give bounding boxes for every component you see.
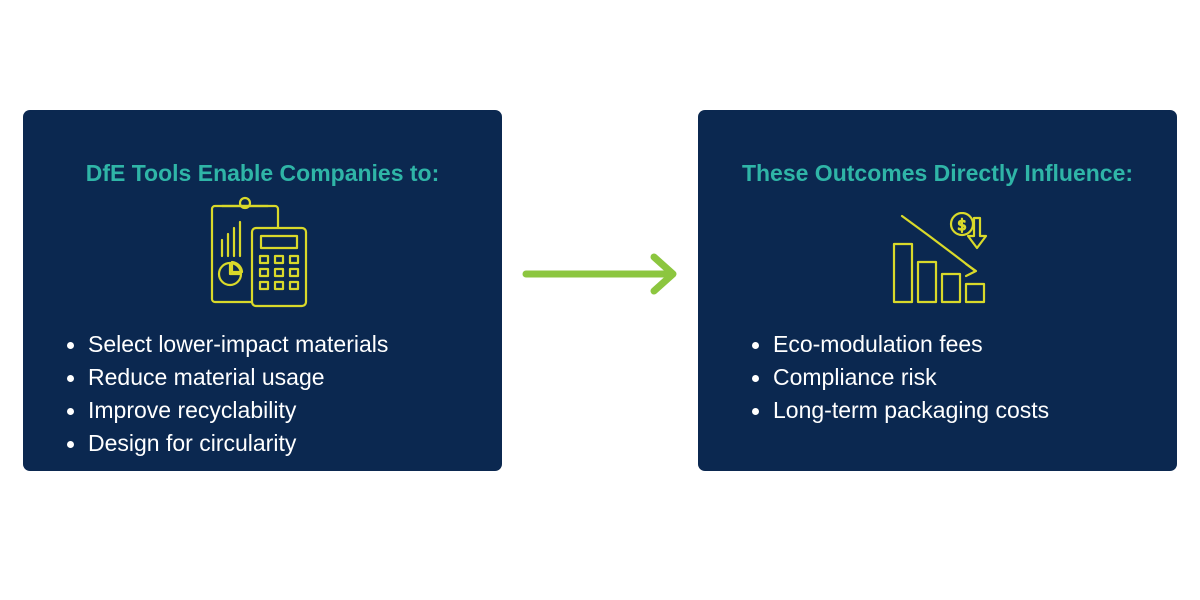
- list-item: Long-term packaging costs: [750, 394, 1049, 427]
- dfe-tools-card: DfE Tools Enable Companies to: Select lo…: [23, 110, 502, 471]
- list-item-label: Improve recyclability: [88, 397, 297, 423]
- list-item: Improve recyclability: [65, 394, 388, 427]
- bullet-dot: [67, 342, 74, 349]
- bullet-dot: [752, 375, 759, 382]
- list-item: Design for circularity: [65, 427, 388, 460]
- dfe-tools-list: Select lower-impact materials Reduce mat…: [65, 328, 388, 460]
- bullet-dot: [752, 342, 759, 349]
- declining-cost-chart-icon: $: [892, 212, 987, 304]
- bullet-dot: [67, 441, 74, 448]
- outcomes-list: Eco-modulation fees Compliance risk Long…: [750, 328, 1049, 427]
- outcomes-card: These Outcomes Directly Influence: $ Eco…: [698, 110, 1177, 471]
- list-item: Compliance risk: [750, 361, 1049, 394]
- list-item-label: Long-term packaging costs: [773, 397, 1050, 423]
- right-arrow-icon: [522, 253, 677, 295]
- list-item: Eco-modulation fees: [750, 328, 1049, 361]
- bullet-dot: [752, 408, 759, 415]
- list-item-label: Reduce material usage: [88, 364, 325, 390]
- dfe-tools-title: DfE Tools Enable Companies to:: [85, 160, 440, 186]
- list-item-label: Eco-modulation fees: [773, 331, 983, 357]
- svg-text:$: $: [957, 216, 967, 234]
- clipboard-calculator-icon: [210, 196, 307, 308]
- list-item: Reduce material usage: [65, 361, 388, 394]
- outcomes-title: These Outcomes Directly Influence:: [741, 160, 1134, 186]
- list-item-label: Select lower-impact materials: [88, 331, 389, 357]
- bullet-dot: [67, 408, 74, 415]
- list-item: Select lower-impact materials: [65, 328, 388, 361]
- bullet-dot: [67, 375, 74, 382]
- list-item-label: Compliance risk: [773, 364, 937, 390]
- list-item-label: Design for circularity: [88, 430, 297, 456]
